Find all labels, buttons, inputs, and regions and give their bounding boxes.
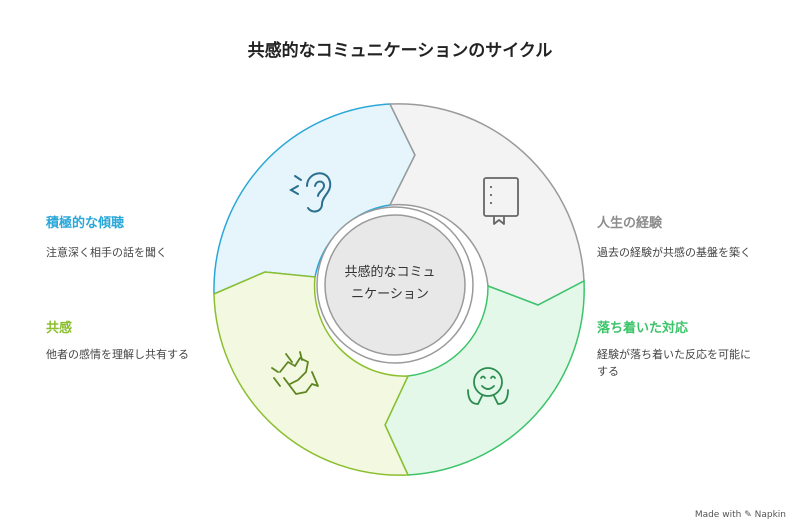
stage-calm-response-description-line1: 経験が落ち着いた反応を可能に bbox=[597, 348, 751, 361]
smiling-face-icon bbox=[467, 367, 509, 405]
hands-icon bbox=[271, 351, 319, 395]
stage-life-experience-title: 人生の経験 bbox=[597, 216, 663, 231]
stage-life-experience-description: 過去の経験が共感の基盤を築く bbox=[597, 246, 751, 259]
diagram-title: 共感的なコミュニケーションのサイクル bbox=[247, 41, 553, 61]
stage-calm-response-description: 経験が落ち着いた反応を可能に する bbox=[597, 346, 751, 380]
footer-made-with: Made with bbox=[694, 510, 742, 520]
stage-empathy-title: 共感 bbox=[46, 321, 73, 336]
center-label-line2: ニケーション bbox=[351, 287, 429, 302]
ear-icon bbox=[288, 172, 332, 213]
footer-credit: Made with ✎ Napkin bbox=[695, 510, 786, 520]
stage-empathy-description: 他者の感情を理解し共有する bbox=[46, 348, 189, 361]
segment-empathy bbox=[213, 271, 410, 476]
center-circle bbox=[324, 214, 466, 356]
footer-brand: Napkin bbox=[754, 510, 786, 520]
napkin-logo-icon: ✎ bbox=[744, 510, 752, 520]
book-icon bbox=[483, 177, 519, 225]
segment-life-experience bbox=[388, 103, 585, 306]
stage-active-listening-title: 積極的な傾聴 bbox=[46, 216, 125, 231]
center-label: 共感的なコミュ ニケーション bbox=[320, 262, 460, 306]
stage-active-listening-description: 注意深く相手の話を聞く bbox=[46, 246, 167, 259]
stage-calm-response-title: 落ち着いた対応 bbox=[597, 321, 689, 336]
stage-calm-response-description-line2: する bbox=[597, 365, 619, 378]
center-label-line1: 共感的なコミュ bbox=[344, 265, 436, 280]
